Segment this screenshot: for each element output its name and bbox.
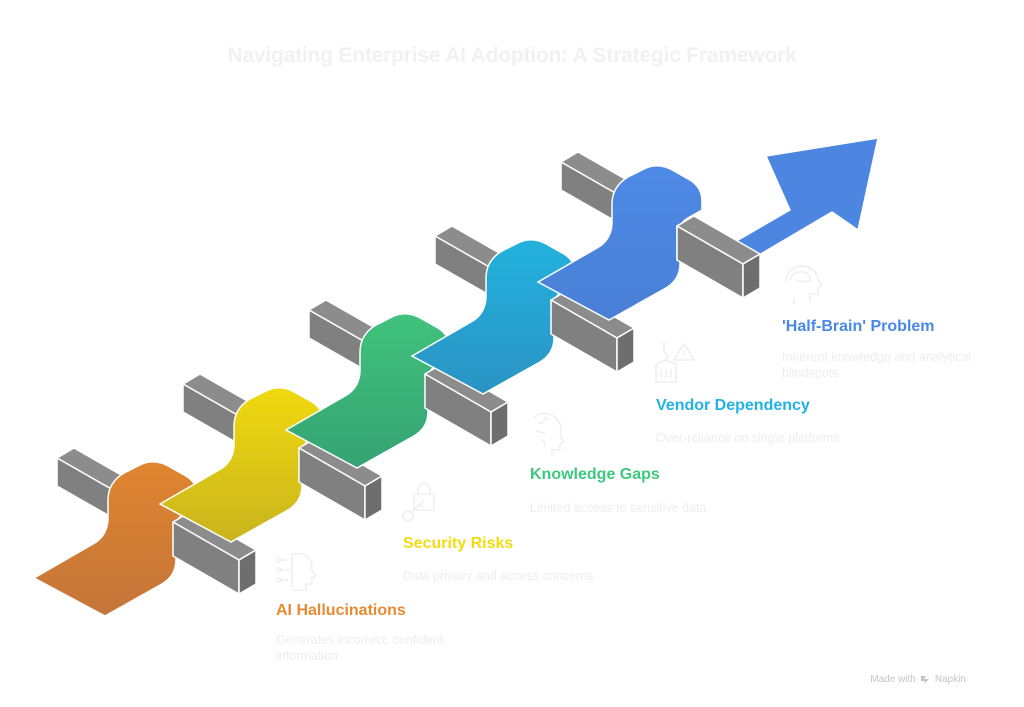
napkin-logo-icon xyxy=(920,676,929,684)
brain-head-icon xyxy=(782,262,824,313)
footer-brand: Napkin xyxy=(934,674,966,685)
lock-key-icon xyxy=(400,480,442,529)
step-label-2: Security Risks xyxy=(403,535,514,552)
step-unit-1 xyxy=(32,447,257,617)
step-label-5: 'Half-Brain' Problem xyxy=(782,318,935,335)
ribbon-fold-line xyxy=(693,181,703,212)
front-beam-side xyxy=(616,327,635,373)
front-beam-side xyxy=(364,475,383,521)
crane-warning-icon xyxy=(652,340,696,391)
footer-text: Made with xyxy=(870,674,916,685)
puzzle-head-icon xyxy=(528,410,568,461)
step-description-5: Inherent knowledge and analytical blinds… xyxy=(782,350,972,380)
step-unit-4 xyxy=(410,225,635,395)
ribbon-segment xyxy=(284,313,451,469)
ribbon-segment xyxy=(410,239,577,395)
front-beam-side xyxy=(490,401,509,447)
front-beam-side xyxy=(742,253,761,299)
step-unit-3 xyxy=(284,299,509,469)
step-description-2: Data privacy and access concerns xyxy=(403,569,594,583)
front-beam-side xyxy=(238,549,257,595)
step-description-3: Limited access to sensitive data xyxy=(530,501,707,515)
step-label-4: Vendor Dependency xyxy=(656,397,810,414)
ribbon-segment xyxy=(536,165,703,321)
ribbon-segment xyxy=(158,387,325,543)
footer-credit[interactable]: Made with Napkin xyxy=(870,674,966,685)
step-label-1: AI Hallucinations xyxy=(276,602,406,619)
ai-head-circuit-icon xyxy=(276,548,318,599)
step-unit-2 xyxy=(158,373,383,543)
step-description-1: Generates incorrect, confident informati… xyxy=(276,633,444,663)
step-description-4: Over-reliance on single platforms xyxy=(656,431,840,445)
step-label-3: Knowledge Gaps xyxy=(530,466,660,483)
final-front-beam xyxy=(676,215,761,299)
ribbon-segment xyxy=(32,461,199,617)
page-title: Navigating Enterprise AI Adoption: A Str… xyxy=(227,44,797,67)
